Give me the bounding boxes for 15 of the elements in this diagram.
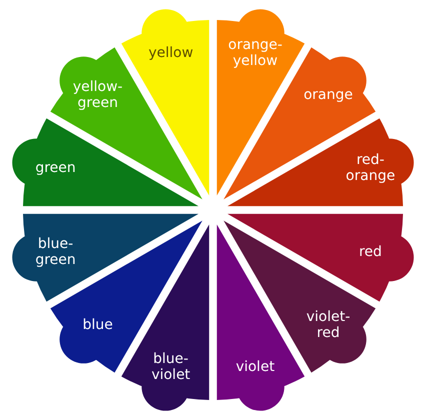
segment-label: violet-red xyxy=(306,309,350,342)
segment-label: blue xyxy=(82,317,113,334)
wheel-segment xyxy=(12,213,199,302)
segment-label: yellow-green xyxy=(72,78,123,111)
segment-label: blue-violet xyxy=(151,351,190,384)
segment-label: orange xyxy=(304,86,353,103)
segment-label: red xyxy=(358,244,382,260)
segment-label: orange-yellow xyxy=(228,36,282,69)
wheel-segment xyxy=(227,118,414,207)
wheel-segment xyxy=(216,224,305,411)
segment-label: yellow xyxy=(148,44,194,61)
segment-label: blue-green xyxy=(35,236,76,268)
segment-label: green xyxy=(35,160,76,176)
segment-label: red-orange xyxy=(346,152,396,184)
segment-label: violet xyxy=(236,359,275,376)
